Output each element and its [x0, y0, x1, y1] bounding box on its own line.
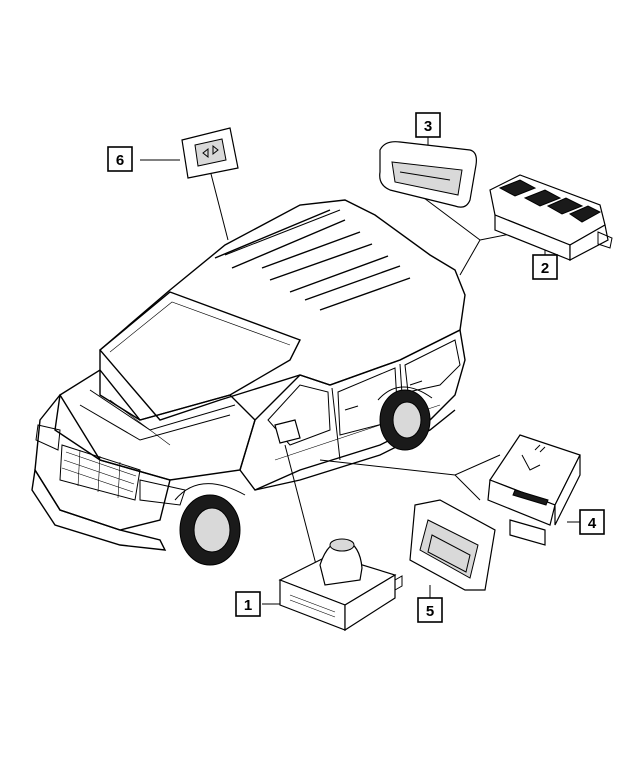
callout-3-label: 3 [424, 118, 432, 135]
part-1-control-module [278, 538, 403, 632]
callout-4: 4 [579, 509, 605, 535]
part-6-switch-plate [181, 127, 239, 179]
callout-6: 6 [107, 146, 133, 172]
callout-5: 5 [417, 597, 443, 623]
callout-3: 3 [415, 112, 441, 138]
callout-1-label: 1 [244, 597, 252, 614]
part-4-heated-seat-switch [487, 434, 581, 546]
minivan-illustration [31, 199, 466, 566]
callout-5-label: 5 [426, 603, 434, 620]
callout-2-label: 2 [541, 260, 549, 277]
callout-2: 2 [532, 254, 558, 280]
part-3-bezel [379, 141, 477, 208]
part-5-bezel-frame [409, 499, 496, 591]
callout-4-label: 4 [588, 515, 597, 532]
callout-1: 1 [235, 591, 261, 617]
part-2-window-switch [489, 174, 613, 261]
callout-6-label: 6 [116, 152, 124, 169]
